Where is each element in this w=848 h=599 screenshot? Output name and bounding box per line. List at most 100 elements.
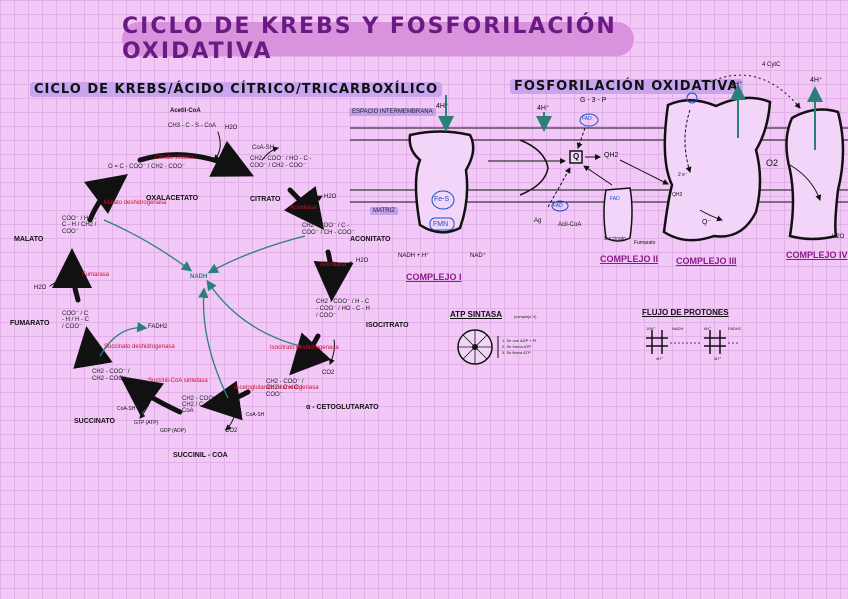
complex-ii-fad: FAD <box>610 196 620 202</box>
qh2-label-iii: QH2 <box>672 192 683 198</box>
arrow-fumarasa <box>52 248 93 303</box>
aconitasa-enzyme-1: Aconitasa <box>290 205 317 211</box>
atp-step-2: 2. Se forma ATP <box>502 344 532 349</box>
succinil-formula: CH2 - COO⁻ / CH2 / C - S - CoA <box>182 396 220 414</box>
q-label: Q <box>573 152 580 161</box>
fad-label-2: FAD <box>553 203 563 209</box>
succinil-sintetasa-enzyme: Succinil-CoA sintetasa <box>148 378 208 384</box>
fumarasa-enzyme: Fumarasa <box>82 272 110 278</box>
acil-coa-label: Acil-CoA <box>558 222 582 228</box>
alfa-ceto-label: α - CETOGLUTARATO <box>306 404 379 411</box>
complex-iv-shape <box>785 86 845 241</box>
alfa-dh-enzyme: α-cetoglutarato deshidrogenasa <box>234 385 319 391</box>
oxphos-section-title: FOSFORILACIÓN OXIDATIVA <box>510 79 743 94</box>
arrow-succinil-sintetasa <box>119 376 183 416</box>
co2-label-1: CO2 <box>322 370 335 376</box>
acetil-coa-label: Acetil-CoA <box>170 108 201 114</box>
h4-label-4: 4H⁺ <box>810 77 823 84</box>
intermembrana-tag: ESPACIO INTERMEMBRANA <box>349 108 436 116</box>
isocitrato-dh-enzyme: Isocitrato deshidrogenasa <box>270 345 339 351</box>
coa-sh-label-3: CoA-SH <box>117 406 136 412</box>
complex-iii-shape <box>662 84 772 242</box>
isocitrato-label: ISOCITRATO <box>366 322 409 329</box>
o2-label: O2 <box>766 158 779 168</box>
succinil-label: SUCCINIL - COA <box>173 452 228 459</box>
h2o-label-3: H2O <box>356 258 369 264</box>
flujo-heading: FLUJO DE PROTONES <box>642 308 729 317</box>
arrow-citrato-sintasa <box>137 140 254 177</box>
complex-ii-shape <box>519 139 633 242</box>
g3p-label: G - 3 - P <box>580 97 607 104</box>
flujo-10h: 10H⁺ <box>646 326 656 331</box>
succinato-dh-enzyme: Succinato deshidrogenasa <box>104 344 175 350</box>
h2o-label-1: H2O <box>225 125 238 131</box>
aconitato-label: ACONITATO <box>350 236 391 243</box>
complex-iii-label: COMPLEJO III <box>676 256 737 266</box>
succinato-label: SUCCINATO <box>74 418 115 425</box>
h4-label-3: 4H⁺ <box>730 81 743 88</box>
acetil-coa-formula: CH3 - C - S - CoA <box>168 123 217 129</box>
fumarato-label: FUMARATO <box>10 320 50 327</box>
flujo-4h-1: 4H⁺ <box>656 356 664 361</box>
gtp-label: GTP (ATP) <box>134 420 159 426</box>
nadh-h-label: NADH + H⁺ <box>398 253 430 259</box>
matriz-tag: MATRIZ <box>370 207 398 215</box>
aconitato-formula: CH2 - COO⁻ / C - COO⁻ / CH - COO⁻ <box>302 223 355 236</box>
nad-label: NAD⁺ <box>470 253 486 259</box>
h2o-label-4: H2O <box>34 285 47 291</box>
arrow-aconitasa-2 <box>313 249 354 302</box>
gdp-label: GDP (ADP) <box>160 428 186 434</box>
oxalacetato-formula: O = C - COO⁻ / CH2 - COO⁻ <box>108 164 186 170</box>
cytc-label: 4 CytC <box>762 62 781 68</box>
atp-step-1: 1. Se une ADP + Pi <box>502 338 537 343</box>
fes-label: Fe-S <box>434 196 450 203</box>
fumarato-ox-label: Fumarato <box>634 240 656 246</box>
quinone-pathway <box>488 112 669 212</box>
cytc-arrow <box>709 74 801 109</box>
flujo-fadh2: FADH2 <box>728 326 741 331</box>
arrow-aconitasa-1 <box>283 186 325 230</box>
complex-i-label: COMPLEJO I <box>406 272 462 282</box>
q-rad-label: Q⁻ <box>702 219 712 226</box>
arrow-malato-dh <box>84 173 128 223</box>
fmn-label: FMN <box>433 221 449 228</box>
oxalacetato-label: OXALACETATO <box>146 195 199 202</box>
flujo-4h-2: 4H⁺ <box>714 356 722 361</box>
malato-dh-enzyme: Malato deshidrogenasa <box>104 200 167 206</box>
nadh-center-label: NADH <box>190 274 208 280</box>
citrato-formula: CH2 - COO⁻ / HO - C - COO⁻ / CH2 - COO⁻ <box>250 156 312 169</box>
arrow-succinato-dh <box>73 326 113 369</box>
nadh-arrows <box>99 219 306 399</box>
fad-label-1: FAD <box>582 116 592 122</box>
flujo-nadh: NADH <box>672 326 684 331</box>
flujo-6h: 6H⁺ <box>704 326 712 331</box>
ag-label: Ag <box>534 218 542 224</box>
atp-synthase-icon <box>457 329 499 365</box>
coa-sh-label-1: CoA-SH <box>252 145 275 151</box>
atp-sintasa-heading: ATP SINTASA <box>450 310 503 319</box>
succinato-ox-label: Succinato <box>604 236 626 242</box>
coa-sh-label-2: CoA-SH <box>246 412 265 418</box>
h2o-ox-label: H2O <box>832 234 845 240</box>
atp-sintasa-note: (complejo V) <box>514 314 537 319</box>
atp-step-3: 3. Se libera ATP <box>502 350 531 355</box>
krebs-reaction-arrows <box>49 131 354 431</box>
arrow-alfa-dh <box>200 380 251 421</box>
complex-ii-label: COMPLEJO II <box>600 254 659 264</box>
complex-iv-label: COMPLEJO IV <box>786 250 848 260</box>
h4-label-1: 4H⁺ <box>436 103 449 110</box>
arrow-isocitrato-dh <box>289 332 332 376</box>
h2o-label-2: H2O <box>324 194 337 200</box>
succinato-formula: CH2 - COO⁻ / CH2 - COO⁻ <box>92 369 130 382</box>
krebs-section-title: CICLO DE KREBS/ÁCIDO CÍTRICO/TRICARBOXÍL… <box>30 82 443 97</box>
complex-i-shape <box>408 95 475 234</box>
aconitasa-enzyme-2: Aconitasa <box>320 262 347 268</box>
alfa-ceto-formula: CH2 - COO⁻ / CH2 / C = O / COO⁻ <box>266 379 304 398</box>
citrato-sintasa-enzyme: Citrato sintasa <box>155 155 194 161</box>
fumarato-formula: COO⁻ / C - H / H - C / COO⁻ <box>62 311 89 330</box>
malato-label: MALATO <box>14 236 44 243</box>
qh2-label: QH2 <box>604 152 619 159</box>
fadh2-label: FADH2 <box>148 324 168 330</box>
co2-label-2: CO2 <box>225 428 238 434</box>
